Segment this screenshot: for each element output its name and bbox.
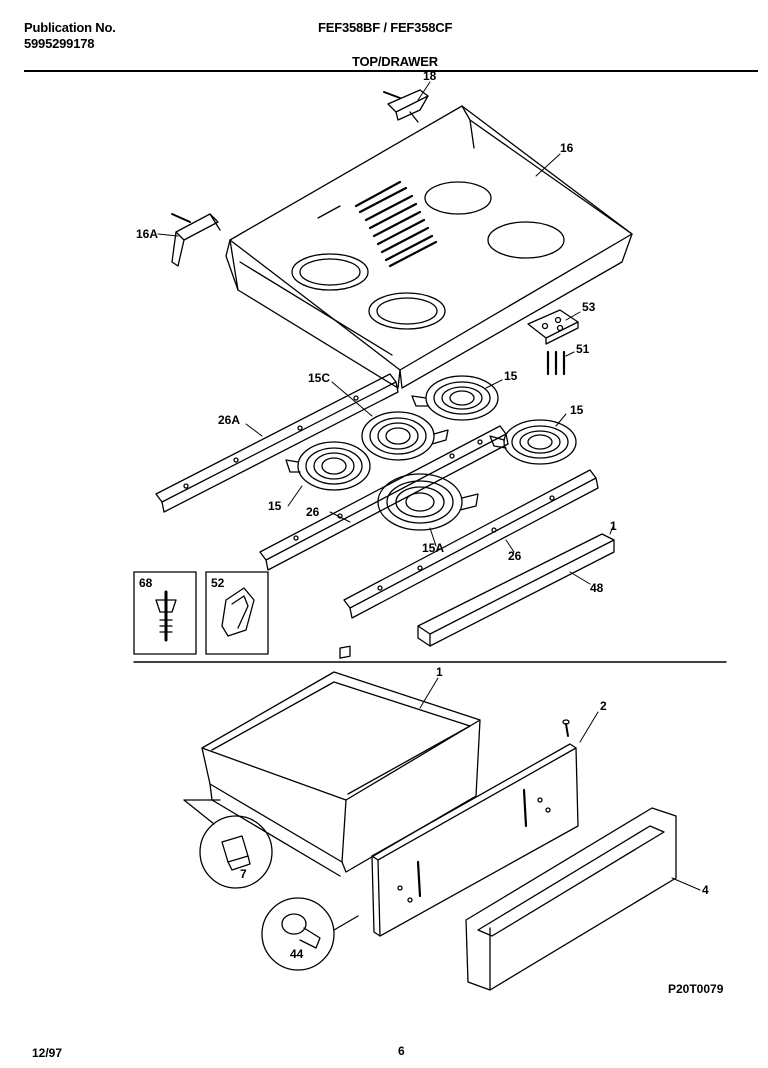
surface-element-15-right [489, 419, 577, 465]
drawer-panel-2 [371, 719, 579, 937]
callout-16: 16 [560, 141, 574, 155]
callout-53: 53 [582, 300, 596, 314]
front-trim-48 [417, 533, 615, 647]
callout-1-trim: 1 [610, 519, 617, 533]
callout-15-right: 15 [570, 403, 584, 417]
hinge-bracket-16a [171, 213, 221, 267]
publication-number: 5995299178 [24, 36, 95, 51]
model-numbers: FEF358BF / FEF358CF [318, 20, 453, 35]
rail-26a [155, 373, 399, 513]
drawer-front-4 [465, 807, 677, 991]
callout-51: 51 [576, 342, 590, 356]
callout-15-left: 15 [268, 499, 282, 513]
rail-26-left [259, 425, 509, 571]
surface-element-15-top [411, 375, 499, 421]
callout-26a: 26A [218, 413, 240, 427]
callout-52: 52 [211, 576, 225, 590]
callout-18: 18 [423, 69, 437, 83]
inset-box-68 [133, 571, 197, 655]
leader-lines [157, 81, 701, 891]
publication-label: Publication No. [24, 20, 116, 35]
callout-1-drawer: 1 [436, 665, 443, 679]
callout-7: 7 [240, 867, 247, 881]
surface-element-15a [377, 473, 479, 531]
header-rule [24, 70, 758, 72]
cooktop-assembly [225, 105, 633, 389]
diagram-code: P20T0079 [668, 982, 724, 996]
surface-element-15-left [285, 441, 371, 491]
callout-26-right: 26 [508, 549, 522, 563]
callout-15a: 15A [422, 541, 444, 555]
callout-2: 2 [600, 699, 607, 713]
revision-date: 12/97 [32, 1046, 63, 1060]
callout-26-left: 26 [306, 505, 320, 519]
section-title: TOP/DRAWER [352, 54, 438, 69]
callout-44: 44 [290, 947, 304, 961]
inset-box-52 [205, 571, 269, 655]
callout-15c: 15C [308, 371, 330, 385]
callout-16a: 16A [136, 227, 158, 241]
callout-4: 4 [702, 883, 709, 897]
rail-26-right [343, 469, 599, 619]
inset-circle-7 [183, 799, 273, 889]
screws-51 [546, 350, 566, 376]
inset-circle-44 [261, 897, 359, 971]
page-number: 6 [398, 1044, 405, 1058]
hinge-bracket-18 [383, 89, 429, 123]
bracket-53 [527, 309, 579, 345]
callout-48: 48 [590, 581, 604, 595]
callout-68: 68 [139, 576, 153, 590]
callout-15-top: 15 [504, 369, 518, 383]
surface-element-15c [361, 411, 449, 461]
